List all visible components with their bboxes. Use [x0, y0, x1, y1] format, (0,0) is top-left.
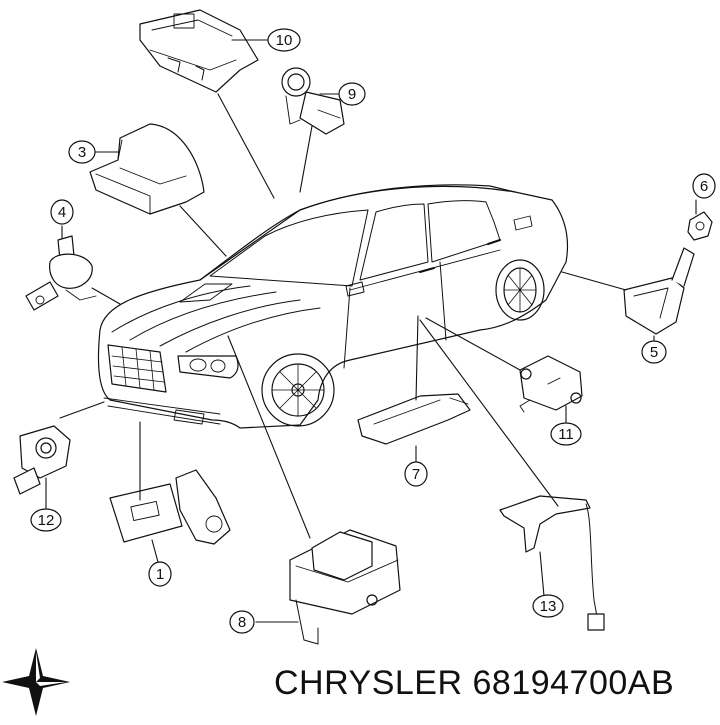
callout-13: 13 [532, 594, 564, 618]
part-8-radar-module [289, 529, 401, 645]
part-6-valve [687, 211, 713, 241]
part-9-sensor [281, 67, 345, 135]
part-3-cover [89, 123, 205, 215]
part-5-tpms-sensor [623, 247, 695, 335]
callout-5-label: 5 [650, 344, 658, 361]
callout-7: 7 [404, 461, 428, 487]
callout-11: 11 [550, 422, 582, 446]
part-13-wire-sensor [499, 495, 605, 631]
callout-8-label: 8 [238, 614, 246, 631]
callout-8: 8 [229, 610, 255, 634]
footer-label: CHRYSLER 68194700AB [274, 664, 674, 703]
pentastar-logo [2, 648, 70, 716]
callout-9-label: 9 [348, 86, 356, 103]
callout-6-label: 6 [700, 178, 708, 195]
callout-12-label: 12 [38, 512, 55, 529]
callout-3-label: 3 [78, 144, 86, 161]
callout-10: 10 [267, 28, 301, 52]
callout-4-label: 4 [58, 204, 66, 221]
part-11-sensor [519, 355, 583, 413]
callout-10-label: 10 [276, 32, 293, 49]
callout-13-label: 13 [540, 598, 557, 615]
callout-11-label: 11 [558, 426, 574, 443]
callout-6: 6 [692, 173, 716, 199]
part-7-module [357, 393, 471, 445]
part-1-bracket-sensor [109, 469, 231, 545]
part-10-module [139, 9, 259, 93]
callout-1: 1 [148, 561, 172, 587]
callout-5: 5 [641, 340, 667, 364]
callout-9: 9 [338, 82, 366, 106]
leader-lines [45, 39, 697, 623]
part-4-sensor [25, 235, 97, 311]
part-12-sensor [13, 425, 71, 495]
car-illustration [97, 184, 569, 429]
callout-3: 3 [68, 140, 96, 164]
callout-4: 4 [50, 199, 74, 225]
callout-1-label: 1 [156, 566, 164, 583]
brand-name: CHRYSLER [274, 664, 463, 702]
part-number: 68194700AB [472, 664, 675, 702]
callout-7-label: 7 [412, 466, 420, 483]
callout-12: 12 [30, 508, 62, 532]
